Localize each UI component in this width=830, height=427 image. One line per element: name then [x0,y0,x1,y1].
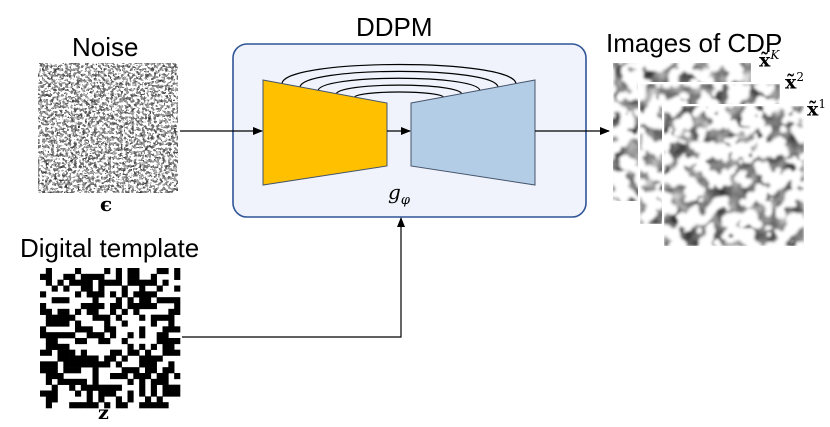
template-symbol: z [98,402,109,424]
stack-label-2: x̃2 [785,70,804,94]
skip-connection-arc [281,63,517,85]
noise-image [38,63,178,193]
stack-label-k: x̃K [759,48,780,72]
digital-template-label: Digital template [20,233,200,263]
skip-connections [281,63,517,99]
noise-label: Noise [72,32,139,62]
cdp-image-stack [611,61,804,246]
cdp-images-label: Images of CDP [606,28,783,58]
template-to-ddpm-arrow [182,217,405,338]
cdp-image-1 [664,106,804,246]
encoder-block [262,79,388,186]
digital-template-image [40,268,181,409]
skip-connection-arc [317,77,481,92]
noise-symbol: ϵ [100,192,113,216]
stack-label-1: x̃1 [807,97,826,121]
ddpm-label: DDPM [356,12,433,42]
skip-connection-arc [299,70,499,88]
decoder-block [410,79,536,186]
skip-connection-arc [335,84,463,96]
network-label: gφ [388,180,410,208]
skip-connection-arc [353,91,445,99]
